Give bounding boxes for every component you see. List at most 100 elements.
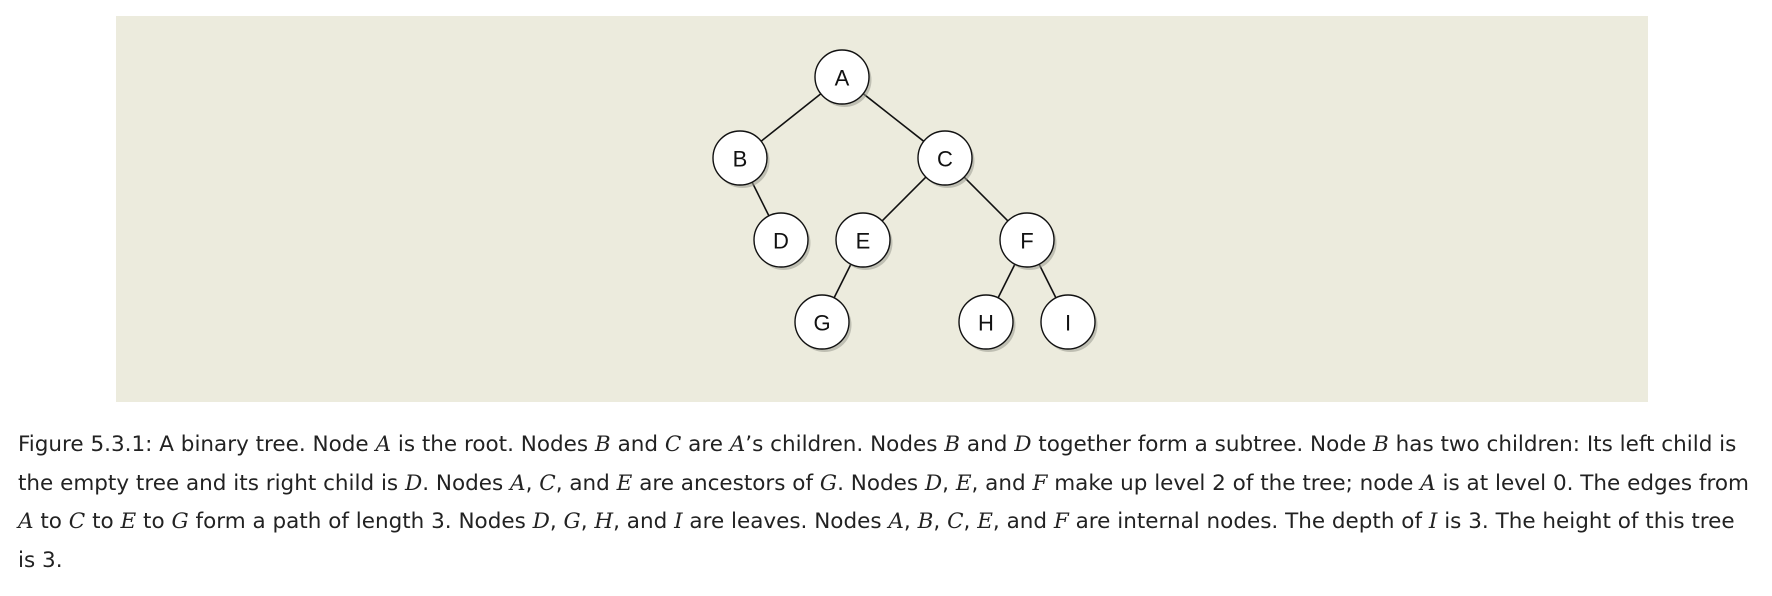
math-variable: E bbox=[977, 509, 993, 534]
caption-text: together form a subtree. Node bbox=[1031, 432, 1374, 457]
edge-b-d bbox=[751, 181, 770, 217]
math-variable: H bbox=[594, 509, 614, 534]
node-circle bbox=[999, 212, 1055, 268]
math-variable: C bbox=[539, 470, 556, 496]
math-variable: F bbox=[1053, 509, 1069, 534]
caption-text: is 3. The height of this tree is 3. bbox=[18, 509, 1735, 573]
caption-text: ’s children. Nodes bbox=[745, 432, 945, 457]
math-variable: E bbox=[616, 470, 633, 496]
edge-c-e bbox=[881, 176, 927, 222]
math-variable: G bbox=[171, 509, 189, 534]
edge-f-i bbox=[1038, 263, 1057, 299]
tree-node-i: I bbox=[1040, 294, 1098, 352]
math-variable: C bbox=[947, 509, 964, 534]
math-variable: A bbox=[510, 470, 526, 496]
caption-text: is at level 0. The edges from bbox=[1435, 470, 1749, 496]
caption-text: are bbox=[681, 432, 730, 457]
node-label: A bbox=[835, 66, 850, 91]
caption-text: , bbox=[580, 509, 595, 534]
node-circle bbox=[814, 49, 870, 105]
caption-text: , bbox=[933, 509, 948, 534]
caption-text: . Nodes bbox=[837, 470, 925, 496]
math-variable: A bbox=[888, 509, 904, 534]
node-circle bbox=[753, 212, 809, 268]
math-variable: C bbox=[68, 509, 86, 534]
math-variable: G bbox=[563, 509, 581, 534]
node-circle bbox=[958, 294, 1014, 350]
math-variable: G bbox=[819, 470, 838, 496]
edge-a-b bbox=[760, 93, 822, 142]
nodes-layer: A B C D E F G H I bbox=[712, 49, 1098, 352]
caption-text: , bbox=[903, 509, 918, 534]
tree-node-h: H bbox=[958, 294, 1016, 352]
caption-text: to bbox=[85, 509, 121, 534]
math-variable: B bbox=[1373, 432, 1389, 457]
edge-a-c bbox=[862, 93, 925, 142]
tree-node-e: E bbox=[835, 212, 893, 270]
edges-layer bbox=[751, 93, 1057, 299]
caption-text: are internal nodes. The depth of bbox=[1068, 509, 1429, 534]
math-variable: F bbox=[1032, 470, 1048, 496]
caption-text: , and bbox=[555, 470, 617, 496]
math-variable: I bbox=[1428, 509, 1438, 534]
node-label: B bbox=[733, 147, 748, 172]
caption-text: are ancestors of bbox=[632, 470, 820, 496]
tree-node-g: G bbox=[794, 294, 852, 352]
math-variable: B bbox=[594, 432, 611, 457]
tree-node-d: D bbox=[753, 212, 811, 270]
node-label: G bbox=[813, 311, 830, 336]
caption-text: , and bbox=[971, 470, 1033, 496]
math-variable: C bbox=[664, 432, 682, 457]
math-variable: D bbox=[1014, 432, 1032, 457]
math-variable: A bbox=[1420, 470, 1436, 496]
math-variable: A bbox=[375, 432, 392, 457]
tree-node-b: B bbox=[712, 130, 770, 188]
math-variable: A bbox=[18, 509, 34, 534]
caption-text: is the root. Nodes bbox=[391, 432, 595, 457]
caption-text: , bbox=[963, 509, 978, 534]
math-variable: D bbox=[924, 470, 943, 496]
node-label: C bbox=[937, 147, 953, 172]
tree-node-a: A bbox=[814, 49, 872, 107]
caption-text: , and bbox=[992, 509, 1054, 534]
caption-text: to bbox=[136, 509, 172, 534]
math-variable: D bbox=[532, 509, 550, 534]
caption-text: and bbox=[960, 432, 1015, 457]
node-label: I bbox=[1065, 311, 1071, 336]
node-circle bbox=[835, 212, 891, 268]
caption-text: , bbox=[549, 509, 564, 534]
figure-panel: A B C D E F G H I bbox=[116, 16, 1648, 402]
tree-node-c: C bbox=[917, 130, 975, 188]
tree-node-f: F bbox=[999, 212, 1057, 270]
node-label: E bbox=[856, 229, 871, 254]
math-variable: I bbox=[674, 509, 683, 534]
node-label: H bbox=[978, 311, 994, 336]
node-circle bbox=[712, 130, 768, 186]
caption-text: has two children: Its left child is the … bbox=[18, 432, 1737, 496]
caption-text: Figure 5.3.1: A binary tree. Node bbox=[18, 432, 376, 457]
caption-text: . Nodes bbox=[422, 470, 511, 496]
math-variable: A bbox=[729, 432, 746, 457]
math-variable: B bbox=[917, 509, 934, 534]
figure-caption: Figure 5.3.1: A binary tree. Node A is t… bbox=[18, 426, 1754, 580]
node-circle bbox=[917, 130, 973, 186]
caption-text: , bbox=[525, 470, 540, 496]
math-variable: D bbox=[404, 470, 423, 496]
caption-text: , bbox=[942, 470, 956, 496]
caption-text: , and bbox=[613, 509, 675, 534]
math-variable: E bbox=[955, 470, 972, 496]
edge-f-h bbox=[997, 263, 1016, 299]
node-circle bbox=[794, 294, 850, 350]
math-variable: E bbox=[120, 509, 137, 534]
node-circle bbox=[1040, 294, 1096, 350]
caption-text: make up level 2 of the tree; node bbox=[1047, 470, 1421, 496]
caption-text: and bbox=[610, 432, 665, 457]
node-label: D bbox=[773, 229, 789, 254]
caption-text: form a path of length 3. Nodes bbox=[188, 509, 533, 534]
edge-c-f bbox=[963, 176, 1009, 222]
caption-text: to bbox=[33, 509, 69, 534]
caption-text: are leaves. Nodes bbox=[682, 509, 889, 534]
math-variable: B bbox=[944, 432, 961, 457]
edge-e-g bbox=[833, 263, 852, 299]
